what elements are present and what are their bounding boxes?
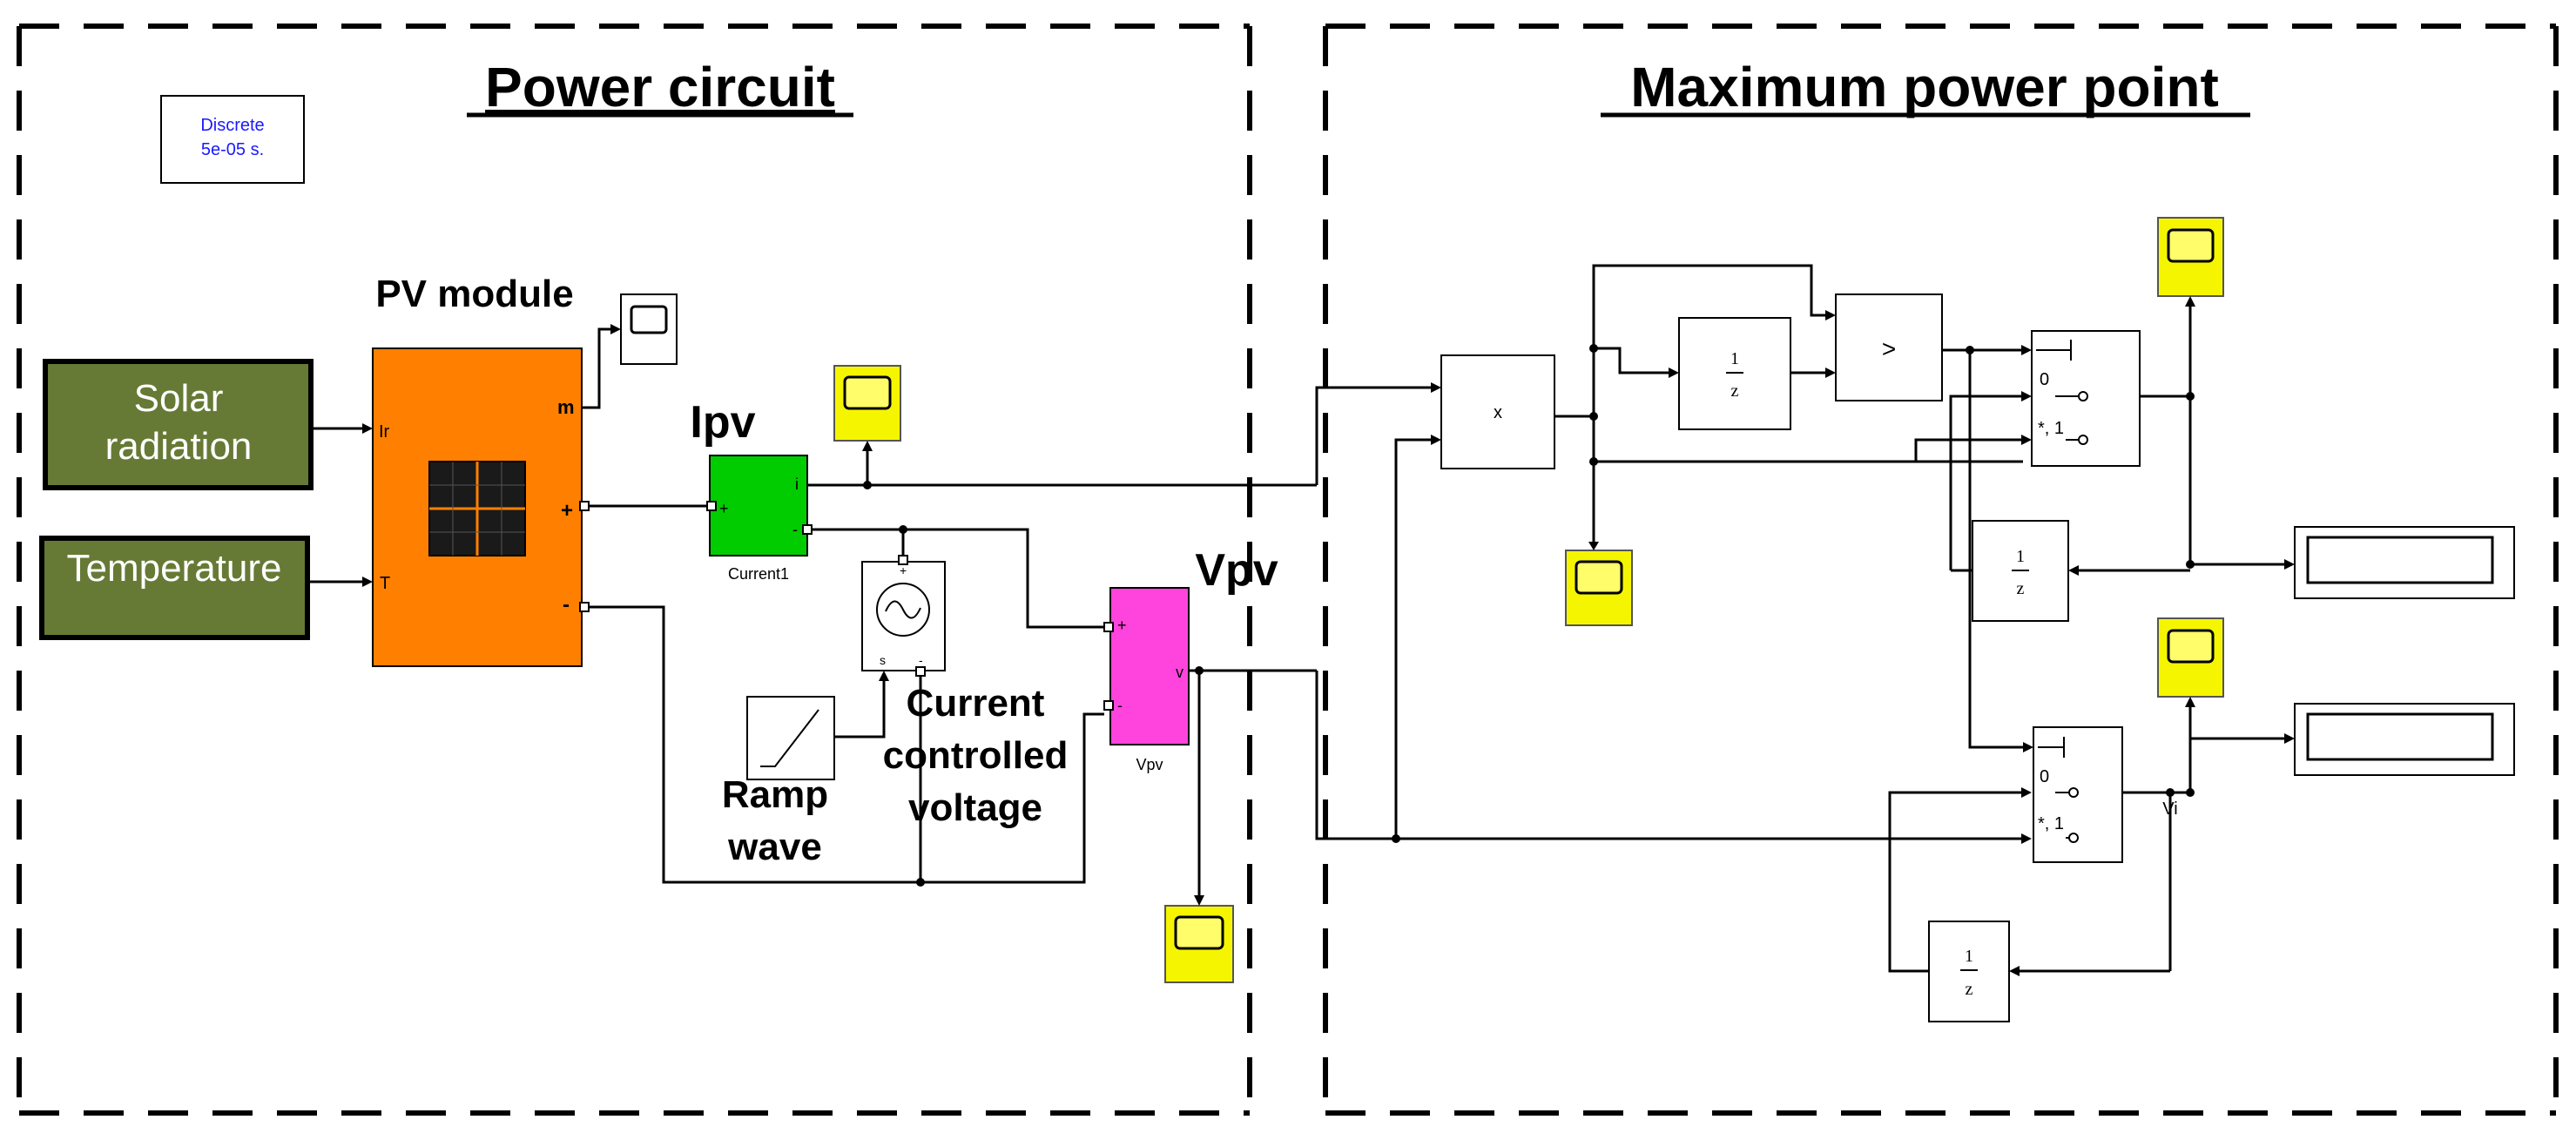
relational-operator-block[interactable]: > <box>1835 293 1943 401</box>
svg-text:-: - <box>1117 697 1123 714</box>
solar-panel-icon <box>428 461 526 557</box>
svg-text:+: + <box>719 500 729 517</box>
vpv-scope[interactable] <box>1164 905 1234 983</box>
pv-module-block[interactable]: Ir T m + - <box>372 347 583 667</box>
ipv-label: Ipv <box>690 397 755 448</box>
ccv-line3: voltage <box>908 786 1042 829</box>
solar-line2: radiation <box>105 425 253 468</box>
ramp-icon <box>760 709 819 767</box>
power-circuit-frame <box>17 24 1252 1116</box>
svg-text:1: 1 <box>1965 947 1973 966</box>
svg-text:0: 0 <box>2040 767 2049 786</box>
ramp-block[interactable] <box>746 696 835 780</box>
svg-text:v: v <box>1176 664 1183 681</box>
ramp-line1: Ramp <box>722 773 828 816</box>
mppt-frame <box>1323 24 2559 1116</box>
switch-2-scope[interactable] <box>2157 617 2224 698</box>
ccv-line2: controlled <box>883 734 1069 777</box>
temperature-block[interactable]: Temperature <box>39 536 310 640</box>
unit-delay-1-block[interactable]: 1 z <box>1678 317 1791 430</box>
ramp-line2: wave <box>727 826 822 868</box>
power-circuit-title: Power circuit <box>485 56 835 118</box>
product-block[interactable]: x <box>1440 354 1555 469</box>
svg-text:0: 0 <box>2040 370 2049 389</box>
svg-text:+: + <box>1117 617 1127 634</box>
pv-port-t: T <box>380 574 390 593</box>
switch-1-scope[interactable] <box>2157 217 2224 297</box>
pv-port-ir: Ir <box>379 422 390 442</box>
solar-radiation-block[interactable]: Solar radiation <box>43 359 314 490</box>
svg-text:1: 1 <box>2016 547 2025 566</box>
svg-text:>: > <box>1882 335 1896 362</box>
current-measurement-name: Current1 <box>728 565 789 583</box>
unit-delay-2-block[interactable]: 1 z <box>1972 520 2069 622</box>
pv-m-scope[interactable] <box>620 293 678 365</box>
sine-wave-icon <box>885 600 921 619</box>
svg-text:s: s <box>880 653 886 667</box>
solver-line1: Discrete <box>200 116 264 135</box>
solar-line1: Solar <box>134 377 224 420</box>
voltage-measurement-name: Vpv <box>1136 756 1163 773</box>
mppt-title: Maximum power point <box>1630 56 2219 118</box>
svg-text:z: z <box>1966 980 1973 999</box>
product-scope[interactable] <box>1565 550 1633 626</box>
solver-line2: 5e-05 s. <box>201 140 264 159</box>
svg-text:1: 1 <box>1730 349 1739 368</box>
controlled-current-source-block[interactable]: + - s <box>861 561 946 671</box>
pv-port-plus: + <box>561 499 573 523</box>
svg-text:*, 1: *, 1 <box>2038 419 2064 438</box>
svg-text:i: i <box>795 476 799 493</box>
voltage-measurement-block[interactable]: + - v <box>1109 587 1190 745</box>
temperature-label: Temperature <box>66 547 281 590</box>
mppt-wires <box>1315 264 2295 976</box>
svg-text:+: + <box>900 563 907 577</box>
unit-delay-3-block[interactable]: 1 z <box>1928 921 2010 1022</box>
display-2-block[interactable] <box>2294 703 2515 776</box>
svg-text:-: - <box>919 653 923 667</box>
svg-text:x: x <box>1494 403 1502 422</box>
current-measurement-block[interactable]: + - i <box>709 455 808 557</box>
svg-text:z: z <box>1731 381 1739 401</box>
ipv-scope[interactable] <box>833 365 901 442</box>
svg-text:z: z <box>2017 579 2025 598</box>
svg-text:*, 1: *, 1 <box>2038 814 2064 833</box>
pv-module-label: PV module <box>375 273 573 315</box>
solver-block[interactable]: Discrete 5e-05 s. <box>160 95 305 184</box>
svg-text:-: - <box>792 521 798 538</box>
pv-port-m: m <box>557 396 575 418</box>
ccv-line1: Current <box>907 682 1045 725</box>
vpv-label: Vpv <box>1195 545 1278 596</box>
power-circuit-wires <box>307 324 1317 906</box>
pv-port-minus: - <box>563 593 570 617</box>
display-1-block[interactable] <box>2294 526 2515 599</box>
